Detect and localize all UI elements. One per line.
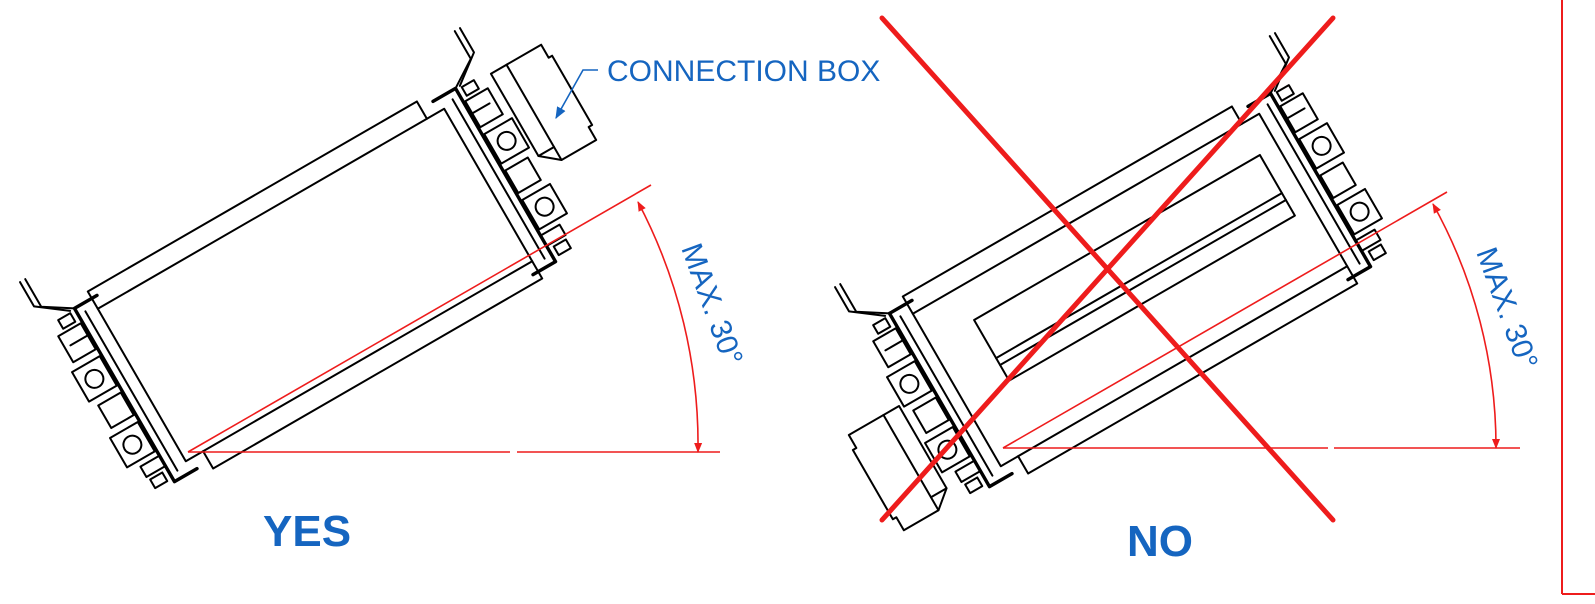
unit-body bbox=[901, 95, 1359, 485]
yes-verdict: YES bbox=[263, 507, 351, 556]
angle-dimension bbox=[1002, 191, 1520, 449]
connection-box-label: CONNECTION BOX bbox=[607, 55, 880, 88]
left-unit bbox=[18, 26, 601, 501]
no-verdict: NO bbox=[1127, 517, 1193, 566]
angle-dimension bbox=[187, 184, 720, 453]
arrow-icon bbox=[555, 69, 598, 120]
cross-out-icon bbox=[879, 15, 1336, 523]
angle-label: MAX. 30° bbox=[1469, 243, 1543, 374]
unit-body bbox=[86, 90, 544, 480]
left-view: MAX. 30° CONNECTION BOX YES bbox=[18, 26, 880, 556]
angle-label: MAX. 30° bbox=[674, 239, 748, 370]
arrow-icon bbox=[637, 201, 703, 453]
right-view: MAX. 30° NO bbox=[833, 15, 1544, 566]
sheet-border bbox=[1561, 0, 1595, 595]
arrow-icon bbox=[1432, 203, 1501, 449]
connection-box-callout: CONNECTION BOX bbox=[555, 55, 880, 120]
connection-box bbox=[844, 405, 956, 534]
bracket-icon bbox=[18, 250, 199, 501]
